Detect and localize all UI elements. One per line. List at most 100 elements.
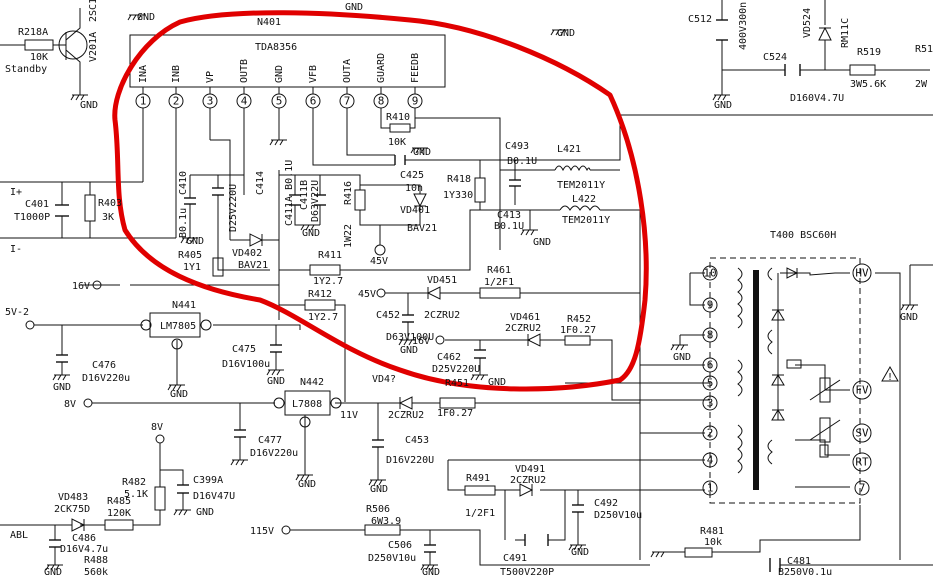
label-r488: R488 <box>84 555 108 566</box>
n442-pin-2 <box>330 397 342 409</box>
label-d160: D160V4.7U <box>790 93 844 104</box>
r481-body <box>684 547 713 558</box>
label-r410-val: 10K <box>388 137 406 148</box>
label-2czru2: 2CZRU2 <box>388 410 424 421</box>
label-c453-val: D16V220U <box>386 455 434 466</box>
transformer-pin-number: 3 <box>707 397 714 410</box>
label-c411b-val: D63V22U <box>310 180 321 222</box>
label-r482-val: 5.1K <box>124 489 148 500</box>
label-c410-val: B0.1u <box>178 208 189 238</box>
transformer-terminal: HV <box>855 267 869 280</box>
label-c414-val: D25V220U <box>228 184 239 232</box>
ic-part: TDA8356 <box>255 42 297 53</box>
transformer-pin-number: 4 <box>707 454 714 467</box>
label-c476-val: D16V220u <box>82 373 130 384</box>
label-c399a: C399A <box>193 475 223 486</box>
label-c413: C413 <box>497 210 521 221</box>
ic-pin-number: 4 <box>241 95 248 108</box>
n441-pin-1 <box>140 319 152 331</box>
label-c452-val: D63V100U <box>386 332 434 343</box>
transformer-pin-number: 5 <box>707 377 714 390</box>
transformer-pin-number: 6 <box>707 359 714 372</box>
transformer-pin-number: 2 <box>707 427 714 440</box>
label-c492: C492 <box>594 498 618 509</box>
label-r461: R461 <box>487 265 511 276</box>
label-r452-val: 1F0.27 <box>560 325 596 336</box>
label-r405: R405 <box>178 250 202 261</box>
label-vd401: VD401 <box>400 205 430 216</box>
r452-body <box>564 335 591 346</box>
label-vd483-part: 2CK75D <box>54 504 90 515</box>
label-r481-val: 10k <box>704 537 722 548</box>
transformer-winding-right <box>767 267 773 465</box>
label-r491-val: 1/2F1 <box>465 508 495 519</box>
r451-body <box>439 397 476 409</box>
n442-body <box>284 390 331 416</box>
transformer-terminal: FV <box>855 384 869 397</box>
label-gnd: GND <box>413 147 431 158</box>
terminal-8v-b <box>155 434 165 444</box>
transformer-terminal: SV <box>855 427 869 440</box>
transformer-pin-number: 10 <box>703 267 716 280</box>
label-gnd: GND <box>80 100 98 111</box>
label-gnd: GND <box>267 376 285 387</box>
label-c512-val: 400V300n <box>738 2 749 50</box>
n441-pin-2 <box>200 319 212 331</box>
transformer-pin-number: 8 <box>707 329 714 342</box>
label-r405-val: 1Y1 <box>183 262 201 273</box>
label-c486-val: D16V4.7u <box>60 544 108 555</box>
ic-pin-name: FEEDB <box>410 53 421 83</box>
label-45v: 45V <box>358 289 376 300</box>
label-v201a: V201A <box>88 32 99 62</box>
label-n441: N441 <box>172 300 196 311</box>
label-c410: C410 <box>178 171 189 195</box>
ic-pin-name: GND <box>274 65 285 83</box>
label-r461-val: 1/2F1 <box>484 277 514 288</box>
n442-pin-3 <box>299 416 311 428</box>
ic-pin-number: 1 <box>140 95 147 108</box>
r491-body <box>464 485 496 496</box>
terminals <box>25 280 445 535</box>
capacitor-plates <box>49 19 801 572</box>
label-gnd: GND <box>400 345 418 356</box>
label-vd451: VD451 <box>427 275 457 286</box>
label-115v: 115V <box>250 526 274 537</box>
ic-pin-name: INB <box>171 65 182 83</box>
label-r412: R412 <box>308 289 332 300</box>
r416-body <box>354 189 366 211</box>
label-l422: L422 <box>572 194 596 205</box>
text-labels: N401 TDA8356 INA INB VP OUTB GND VFB OUT… <box>5 0 933 575</box>
terminal-5v-2 <box>25 320 35 330</box>
label-r412-val: 1Y2.7 <box>308 312 338 323</box>
label-r418-val: 1Y330 <box>443 190 473 201</box>
label-gnd: GND <box>302 228 320 239</box>
label-c452: C452 <box>376 310 400 321</box>
label-c475: C475 <box>232 344 256 355</box>
label-n442: N442 <box>300 377 324 388</box>
label-gnd: GND <box>196 507 214 518</box>
label-gnd: GND <box>345 2 363 13</box>
label-gnd: GND <box>533 237 551 248</box>
label-c413-val: B0.1U <box>494 221 524 232</box>
label-11v: 11V <box>340 410 358 421</box>
transformer-potentiometers <box>809 377 841 443</box>
ic-pin-name: OUTB <box>239 59 250 83</box>
terminal-45v-bottom <box>374 244 386 256</box>
label-c425: C425 <box>400 170 424 181</box>
label-r418: R418 <box>447 174 471 185</box>
ic-pin-name: VFB <box>308 65 319 83</box>
label-r485-val: 120K <box>107 508 131 519</box>
label-c481-val: B250V0.1u <box>778 567 832 575</box>
label-c475-val: D16V100u <box>222 359 270 370</box>
label-l421: L421 <box>557 144 581 155</box>
label-r416: R416 <box>343 181 354 205</box>
label-r485: R485 <box>107 496 131 507</box>
label-c401: C401 <box>25 199 49 210</box>
label-8v-b: 8V <box>151 422 163 433</box>
transformer-resistor-2 <box>819 444 829 458</box>
label-i-plus: I+ <box>10 187 22 198</box>
label-c512: C512 <box>688 14 712 25</box>
label-c401-val: T1000P <box>14 212 50 223</box>
label-gnd: GND <box>714 100 732 111</box>
